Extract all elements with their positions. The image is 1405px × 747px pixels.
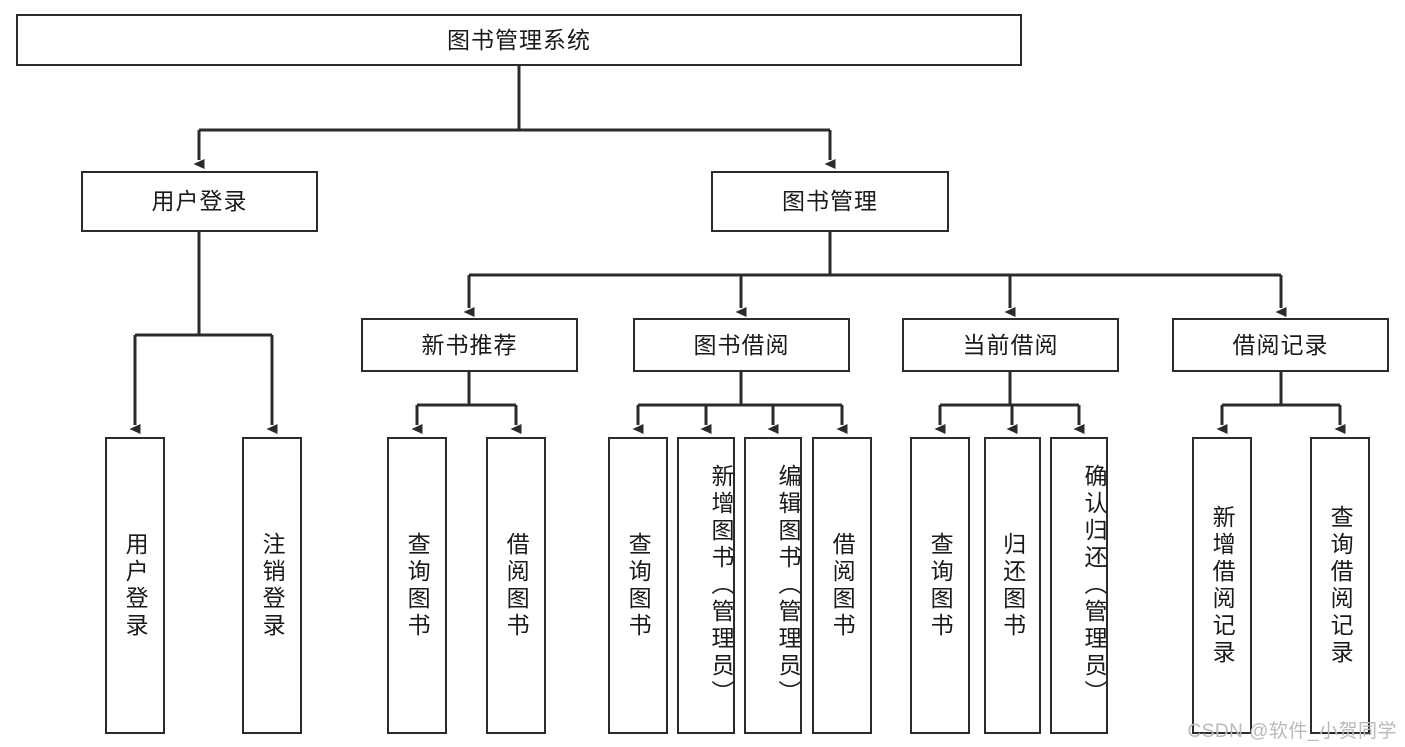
leaf-query-books-borrow[interactable]: 查询图书 bbox=[608, 437, 668, 734]
leaf-query-borrow-record-label: 查询借阅记录 bbox=[1327, 504, 1354, 667]
node-book-borrow-label: 图书借阅 bbox=[693, 331, 790, 358]
leaf-edit-book-admin[interactable]: 编辑图书（管理员） bbox=[744, 437, 802, 734]
leaf-logout[interactable]: 注销登录 bbox=[242, 437, 302, 734]
node-new-book-recommend-label: 新书推荐 bbox=[421, 331, 518, 358]
leaf-query-borrow-record[interactable]: 查询借阅记录 bbox=[1310, 437, 1370, 734]
node-book-management-label: 图书管理 bbox=[782, 188, 878, 215]
node-user-login-label: 用户登录 bbox=[151, 188, 248, 215]
leaf-query-books-newbooks-label: 查询图书 bbox=[404, 531, 431, 640]
leaf-logout-label: 注销登录 bbox=[259, 531, 286, 640]
node-root[interactable]: 图书管理系统 bbox=[16, 14, 1022, 66]
leaf-borrow-books-borrow[interactable]: 借阅图书 bbox=[812, 437, 872, 734]
node-borrow-records-label: 借阅记录 bbox=[1232, 331, 1329, 358]
leaf-query-books-borrow-label: 查询图书 bbox=[625, 531, 652, 640]
node-borrow-records[interactable]: 借阅记录 bbox=[1172, 318, 1389, 372]
watermark: CSDN @软件_小贺同学 bbox=[1187, 721, 1397, 742]
leaf-borrow-books-newbooks-label: 借阅图书 bbox=[503, 531, 530, 640]
leaf-add-borrow-record-label: 新增借阅记录 bbox=[1209, 504, 1236, 667]
leaf-user-login[interactable]: 用户登录 bbox=[105, 437, 165, 734]
leaf-add-borrow-record[interactable]: 新增借阅记录 bbox=[1192, 437, 1252, 734]
leaf-return-books[interactable]: 归还图书 bbox=[984, 437, 1041, 734]
node-book-management[interactable]: 图书管理 bbox=[711, 171, 949, 232]
node-root-label: 图书管理系统 bbox=[447, 26, 591, 53]
leaf-borrow-books-borrow-label: 借阅图书 bbox=[829, 531, 856, 640]
leaf-add-book-admin-label: 新增图书（管理员） bbox=[708, 464, 734, 707]
node-current-borrow[interactable]: 当前借阅 bbox=[902, 318, 1119, 372]
leaf-edit-book-admin-label: 编辑图书（管理员） bbox=[775, 464, 801, 707]
leaf-confirm-return-admin-label: 确认归还（管理员） bbox=[1081, 464, 1107, 707]
node-current-borrow-label: 当前借阅 bbox=[962, 331, 1059, 358]
leaf-borrow-books-newbooks[interactable]: 借阅图书 bbox=[486, 437, 546, 734]
leaf-query-books-current-label: 查询图书 bbox=[927, 531, 954, 640]
node-new-book-recommend[interactable]: 新书推荐 bbox=[361, 318, 578, 372]
leaf-user-login-label: 用户登录 bbox=[122, 531, 149, 640]
node-book-borrow[interactable]: 图书借阅 bbox=[633, 318, 850, 372]
leaf-confirm-return-admin[interactable]: 确认归还（管理员） bbox=[1050, 437, 1108, 734]
leaf-return-books-label: 归还图书 bbox=[999, 531, 1026, 640]
leaf-add-book-admin[interactable]: 新增图书（管理员） bbox=[677, 437, 735, 734]
leaf-query-books-newbooks[interactable]: 查询图书 bbox=[387, 437, 447, 734]
leaf-query-books-current[interactable]: 查询图书 bbox=[910, 437, 970, 734]
node-user-login[interactable]: 用户登录 bbox=[81, 171, 318, 232]
